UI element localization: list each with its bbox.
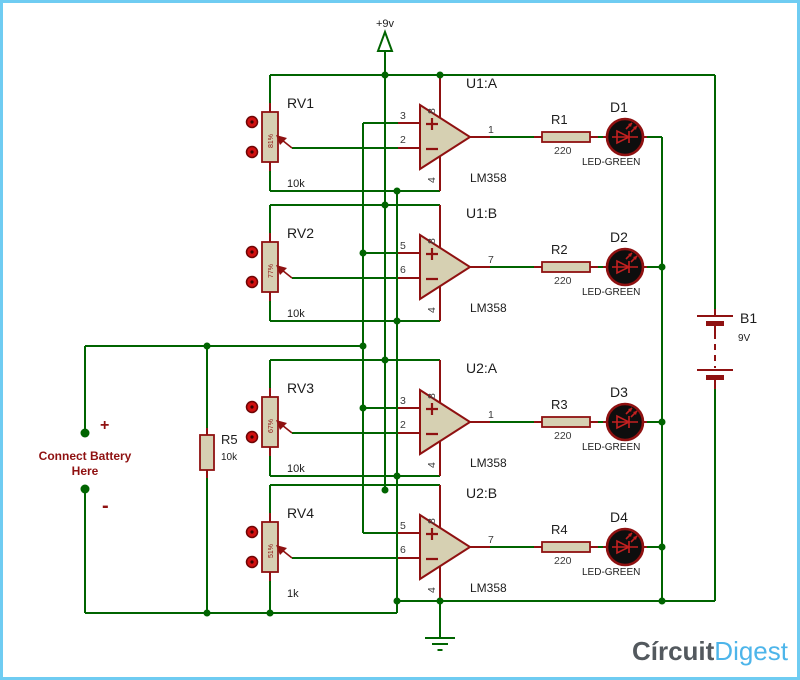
opamp-pin-gnd: 4 (426, 462, 438, 468)
led-ref-label: D3 (610, 384, 628, 400)
opamp-pin-gnd: 4 (426, 307, 438, 313)
pot-value-label: 10k (287, 463, 305, 475)
channel-3: RV3 10k 67% 3 2 1 8 4 U2:A LM358 R3 220 … (245, 358, 664, 478)
led-ref-label: D2 (610, 229, 628, 245)
pot-value-label: 10k (287, 308, 305, 320)
opamp-pin-minus: 2 (400, 419, 406, 431)
pot-ref-label: RV3 (287, 380, 314, 396)
opamp-ref-label: U1:B (466, 205, 497, 221)
terminal-minus-label: - (102, 495, 109, 517)
opamp-pin-minus: 6 (400, 264, 406, 276)
opamp-pin-vcc: 8 (426, 393, 438, 399)
opamp-pin-minus: 6 (400, 544, 406, 556)
opamp-pin-vcc: 8 (426, 238, 438, 244)
power-terminal: +9v (376, 18, 395, 52)
junction-dots (203, 71, 666, 617)
opamp-pin-vcc: 8 (426, 108, 438, 114)
channel-4: RV4 1k 51% 5 6 7 8 4 U2:B LM358 R4 220 D… (245, 483, 664, 603)
pot-wiper-setting: 77% (268, 264, 275, 278)
opamp-part-label: LM358 (470, 456, 507, 470)
wire-network (84, 51, 716, 638)
opamp-pin-plus: 3 (400, 395, 406, 407)
pot-ref-label: RV4 (287, 505, 314, 521)
terminal-plus-label: + (100, 417, 109, 434)
resistor-r5: R5 10k (199, 428, 238, 478)
opamp-part-label: LM358 (470, 581, 507, 595)
svg-text:CírcuitDigest: CírcuitDigest (632, 636, 789, 666)
opamp-pin-vcc: 8 (426, 518, 438, 524)
pot-ref-label: RV1 (287, 95, 314, 111)
led-type-label: LED-GREEN (582, 567, 640, 578)
opamp-pin-plus: 5 (400, 240, 406, 252)
logo-part1: Círcuit (632, 636, 715, 666)
pot-value-label: 1k (287, 588, 299, 600)
opamp-ref-label: U1:A (466, 75, 498, 91)
resistor-value-label: 220 (554, 145, 572, 157)
led-type-label: LED-GREEN (582, 287, 640, 298)
resistor-ref-label: R1 (551, 112, 568, 127)
pot-wiper-setting: 67% (268, 419, 275, 433)
resistor-value-label: 220 (554, 555, 572, 567)
channel-1: RV1 10k 81% 3 2 1 8 4 U1:A LM358 R1 220 … (245, 73, 664, 193)
pot-ref-label: RV2 (287, 225, 314, 241)
resistor-value-label: 220 (554, 275, 572, 287)
pot-wiper-setting: 51% (268, 544, 275, 558)
resistor-ref-label: R5 (221, 432, 238, 447)
channel-2: RV2 10k 77% 5 6 7 8 4 U1:B LM358 R2 220 … (245, 203, 664, 323)
resistor-value-label: 10k (221, 452, 238, 463)
terminal-minus-node (80, 484, 90, 494)
terminal-title-line1: Connect Battery (39, 449, 132, 463)
opamp-pin-gnd: 4 (426, 177, 438, 183)
pot-value-label: 10k (287, 178, 305, 190)
led-ref-label: D4 (610, 509, 628, 525)
battery-value-label: 9V (738, 333, 751, 344)
battery-terminals: + - Connect Battery Here (39, 417, 132, 517)
opamp-pin-minus: 2 (400, 134, 406, 146)
opamp-pin-out: 7 (488, 254, 494, 266)
pot-wiper-setting: 81% (268, 134, 275, 148)
led-type-label: LED-GREEN (582, 157, 640, 168)
opamp-ref-label: U2:A (466, 360, 498, 376)
terminal-title-line2: Here (72, 464, 99, 478)
opamp-pin-out: 1 (488, 124, 494, 136)
power-label: +9v (376, 18, 395, 30)
resistor-ref-label: R4 (551, 522, 568, 537)
resistor-ref-label: R2 (551, 242, 568, 257)
resistor-ref-label: R3 (551, 397, 568, 412)
led-ref-label: D1 (610, 99, 628, 115)
led-type-label: LED-GREEN (582, 442, 640, 453)
battery-b1: B1 9V (697, 309, 757, 389)
terminal-plus-node (80, 428, 90, 438)
opamp-part-label: LM358 (470, 301, 507, 315)
opamp-pin-out: 7 (488, 534, 494, 546)
opamp-part-label: LM358 (470, 171, 507, 185)
opamp-pin-plus: 3 (400, 110, 406, 122)
resistor-value-label: 220 (554, 430, 572, 442)
power-arrow-icon (376, 29, 394, 52)
opamp-pin-out: 1 (488, 409, 494, 421)
ground-symbol-icon (425, 637, 455, 651)
brand-logo: CírcuitDigest (632, 636, 789, 666)
opamp-pin-gnd: 4 (426, 587, 438, 593)
logo-part2: Digest (714, 636, 788, 666)
opamp-pin-plus: 5 (400, 520, 406, 532)
opamp-ref-label: U2:B (466, 485, 497, 501)
battery-ref-label: B1 (740, 310, 757, 326)
